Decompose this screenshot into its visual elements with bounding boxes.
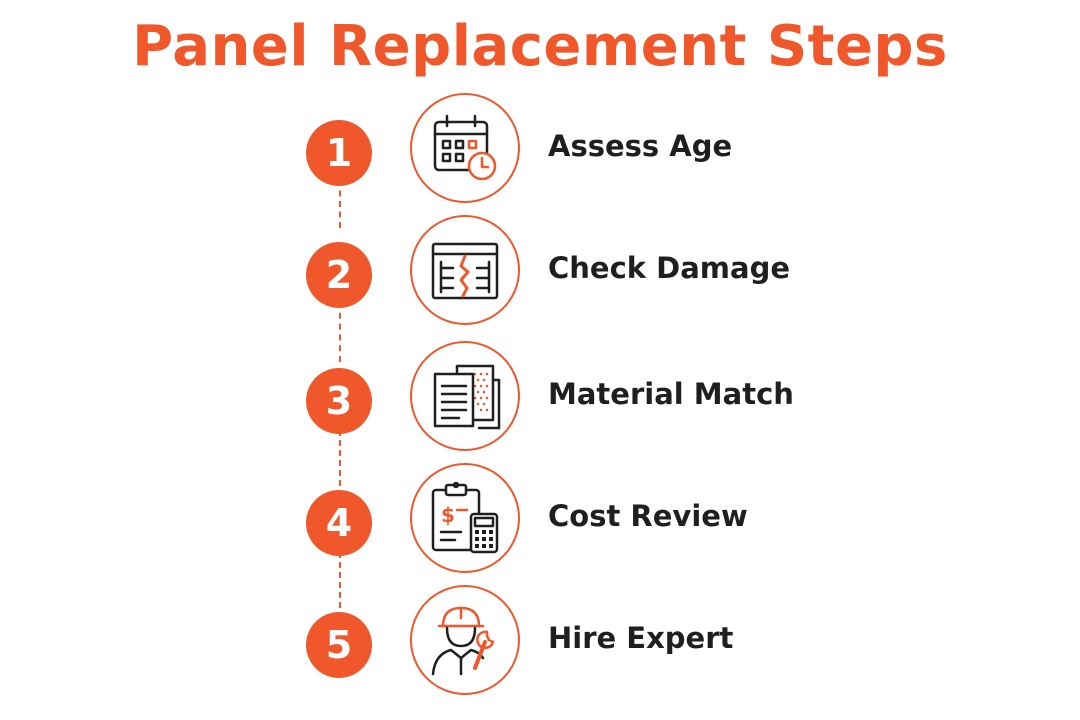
connector-2-3 (339, 302, 341, 362)
step-label: Cost Review (548, 499, 748, 533)
material-samples-icon (433, 364, 501, 430)
clipboard-calculator-icon: $ (431, 481, 499, 554)
step-label: Assess Age (548, 129, 733, 163)
step-number-badge: 4 (306, 490, 372, 556)
step-icon-circle (410, 93, 520, 203)
connector-4-5 (339, 552, 341, 608)
step-3: 3 Material Match (0, 341, 1080, 461)
step-label: Material Match (548, 377, 794, 411)
step-1: 1 Assess Age (0, 93, 1080, 213)
step-number-badge: 5 (306, 612, 372, 678)
step-4: 4 $ Cost Review (0, 463, 1080, 583)
step-icon-circle (410, 341, 520, 451)
connector-3-4 (339, 430, 341, 486)
svg-text:$: $ (441, 503, 455, 527)
connector-1-2 (339, 180, 341, 228)
page-title: Panel Replacement Steps (132, 14, 948, 79)
step-number-badge: 1 (306, 120, 372, 186)
step-icon-circle (410, 585, 520, 695)
step-5: 5 Hire Expert (0, 585, 1080, 705)
step-icon-circle (410, 215, 520, 325)
worker-wrench-icon (431, 606, 495, 676)
step-label: Hire Expert (548, 621, 734, 655)
step-2: 2 Check Damage (0, 215, 1080, 335)
step-icon-circle: $ (410, 463, 520, 573)
cracked-panel-icon (431, 242, 499, 300)
step-label: Check Damage (548, 251, 791, 285)
calendar-clock-icon (433, 114, 497, 181)
step-number-badge: 3 (306, 368, 372, 434)
step-number-badge: 2 (306, 242, 372, 308)
